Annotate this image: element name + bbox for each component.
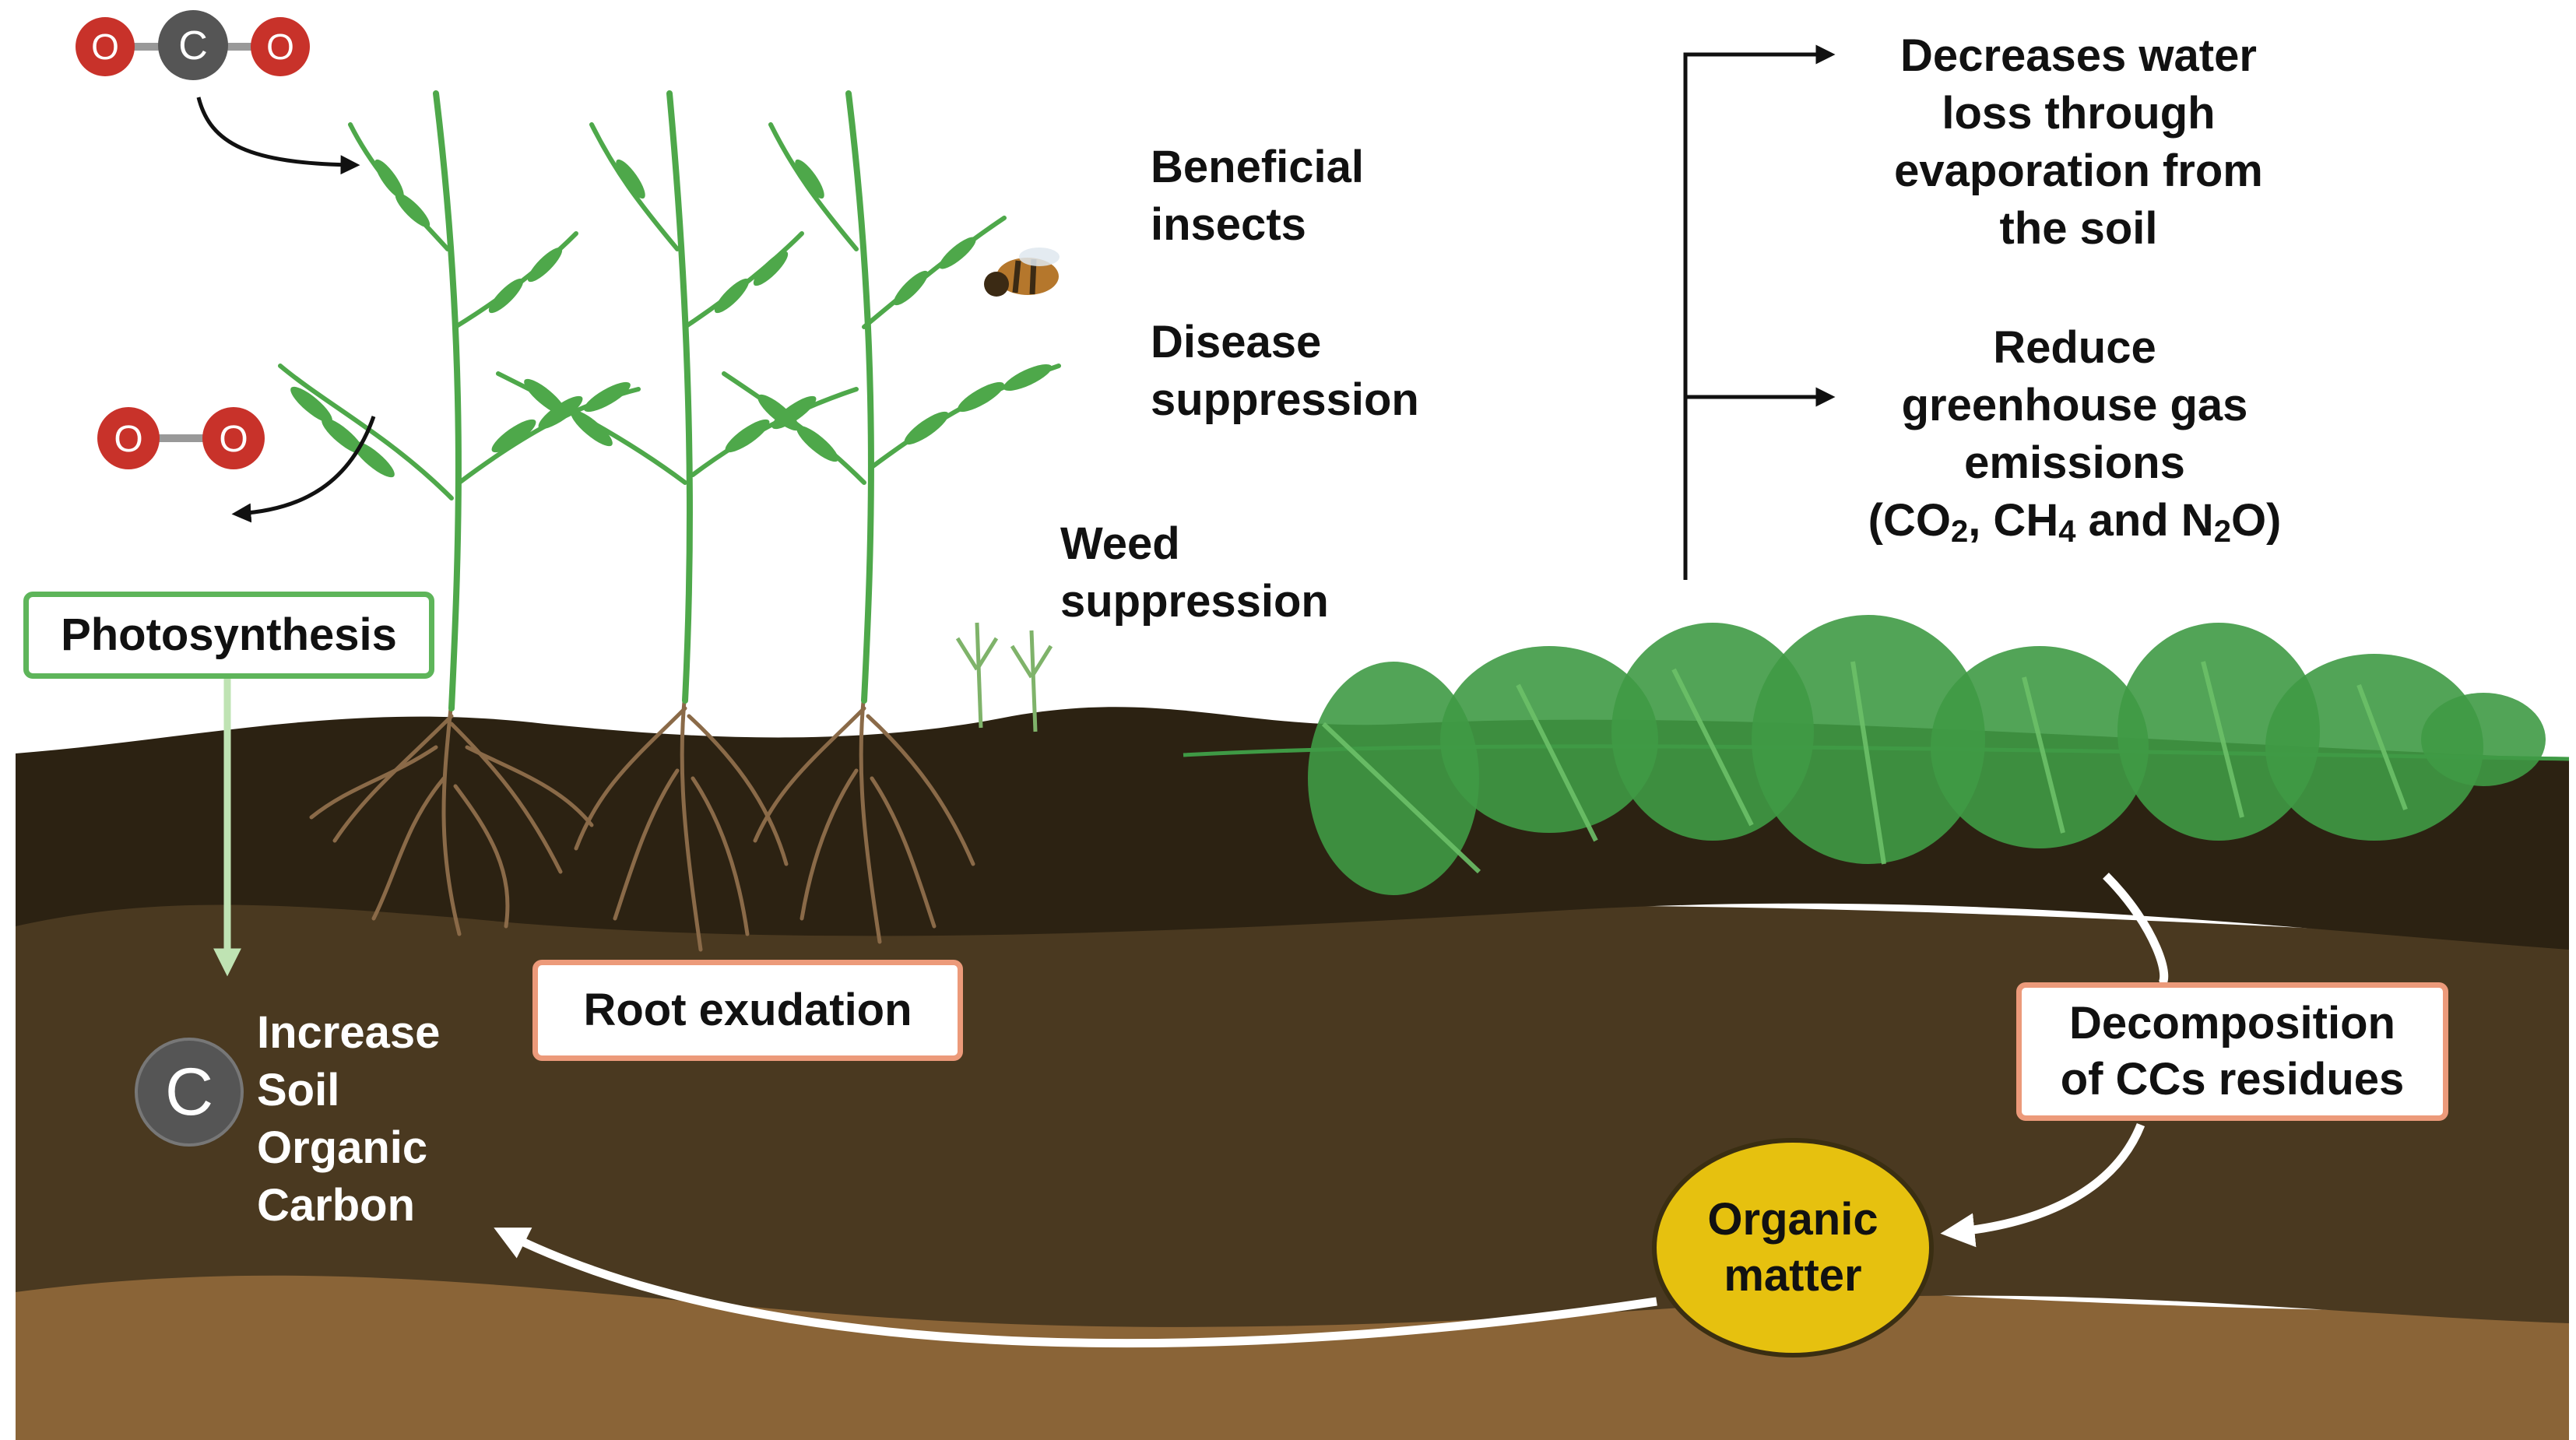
beneficial-insects-line-1: Beneficial xyxy=(1151,142,1364,192)
disease-suppression-label: Disease suppression xyxy=(1151,314,1419,429)
ghg-line-2: greenhouse gas xyxy=(1901,380,2248,430)
co2-atom-3: O xyxy=(266,26,294,67)
co2-atom-2: C xyxy=(178,23,208,68)
ghg-formula: (CO2, CH4 and N2O) xyxy=(1868,495,2282,549)
decomposition-arrow xyxy=(2103,873,2169,989)
o2-atom-1: O xyxy=(114,419,142,460)
carbon-atom-label: C xyxy=(165,1055,213,1129)
soc-arrow xyxy=(494,1228,1657,1348)
soc-line-4: Carbon xyxy=(257,1180,415,1231)
disease-suppression-line-1: Disease xyxy=(1151,317,1322,367)
plant-leaflets xyxy=(290,159,1053,478)
decomposition-label: Decomposition of CCs residues xyxy=(2016,982,2448,1121)
ghg-line-3: emissions xyxy=(1964,437,2185,488)
roots xyxy=(309,690,975,952)
weed-suppression-line-2: suppression xyxy=(1060,576,1329,627)
water-loss-line-1: Decreases water xyxy=(1900,30,2257,81)
carbon-atom-icon: C xyxy=(135,1038,244,1147)
photosynthesis-label: Photosynthesis xyxy=(23,592,434,679)
co2-atom-1: O xyxy=(91,26,119,67)
ghg-line-1: Reduce xyxy=(1993,322,2156,373)
weed-suppression-label: Weed suppression xyxy=(1060,515,1329,630)
soc-line-3: Organic xyxy=(257,1122,428,1173)
ghg-label: Reduce greenhouse gas emissions (CO2, CH… xyxy=(1814,319,2335,550)
decomposition-line-2: of CCs residues xyxy=(2060,1054,2405,1105)
o2-atom-2: O xyxy=(219,419,248,460)
organic-matter-node: Organic matter xyxy=(1652,1138,1934,1357)
weed-icon xyxy=(955,622,1053,732)
water-loss-line-2: loss through xyxy=(1942,88,2216,139)
decomposition-line-1: Decomposition xyxy=(2069,998,2395,1048)
beneficial-insects-label: Beneficial insects xyxy=(1151,139,1364,254)
photosynthesis-text: Photosynthesis xyxy=(61,609,397,660)
weed-suppression-line-1: Weed xyxy=(1060,518,1180,569)
soc-line-2: Soil xyxy=(257,1065,340,1115)
disease-suppression-line-2: suppression xyxy=(1151,374,1419,425)
bee-icon xyxy=(984,248,1060,297)
cover-crop-residue-icon xyxy=(1183,615,2570,895)
o2-release-arrow xyxy=(231,416,376,523)
o2-molecule-icon: O O xyxy=(97,407,265,469)
effects-bracket xyxy=(1683,44,1836,580)
organic-matter-line-1: Organic xyxy=(1707,1194,1878,1245)
beneficial-insects-line-2: insects xyxy=(1151,199,1306,250)
water-loss-label: Decreases water loss through evaporation… xyxy=(1822,27,2335,258)
co2-molecule-icon: O C O xyxy=(76,10,310,80)
root-exudation-text: Root exudation xyxy=(583,985,912,1035)
soc-line-1: Increase xyxy=(257,1007,441,1058)
water-loss-line-4: the soil xyxy=(1999,203,2158,254)
co2-intake-arrow xyxy=(196,97,360,175)
root-exudation-label: Root exudation xyxy=(532,960,963,1061)
water-loss-line-3: evaporation from xyxy=(1894,146,2263,196)
soil-organic-carbon-label: Increase Soil Organic Carbon xyxy=(257,1004,440,1235)
organic-matter-line-2: matter xyxy=(1724,1250,1862,1301)
om-arrow xyxy=(1940,1122,2145,1248)
